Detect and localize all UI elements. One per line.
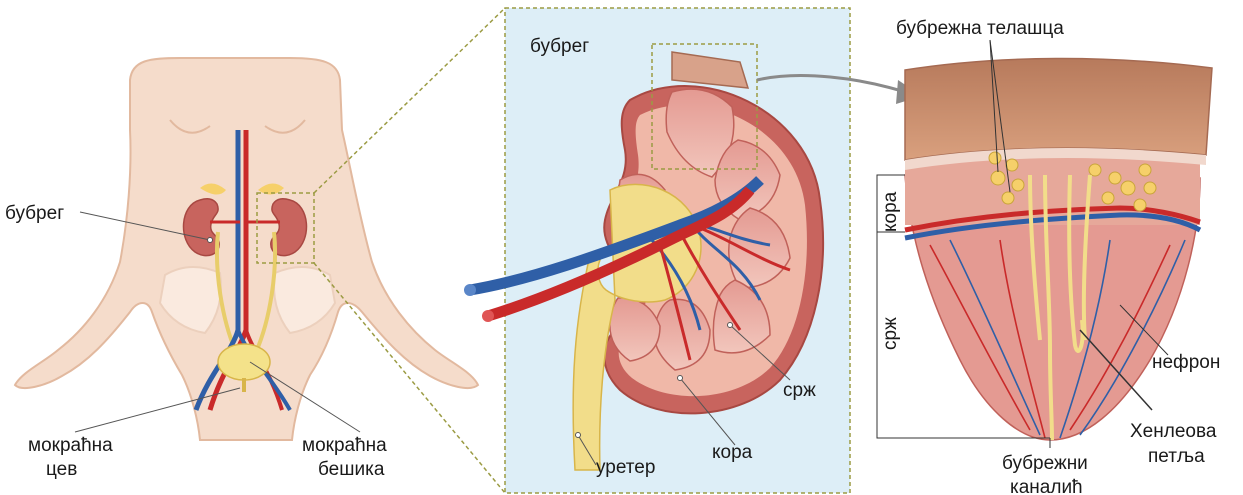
label-zone-cortex: кора <box>880 191 901 232</box>
label-bladder-line1: мокраћна <box>302 435 387 456</box>
nephron-wedge <box>905 58 1212 440</box>
wedge-capsule-top <box>905 58 1212 160</box>
label-cortex: кора <box>712 442 753 463</box>
label-tubule-line2: каналић <box>1010 477 1083 495</box>
artery-end <box>482 310 494 322</box>
label-renal-corpuscles: бубрежна телашца <box>896 18 1064 39</box>
leader-dot <box>208 238 213 243</box>
label-medulla: срж <box>783 380 816 401</box>
body-figure <box>15 58 478 440</box>
label-henle-line1: Хенлеова <box>1130 421 1217 442</box>
leader-dot-ureter <box>576 433 581 438</box>
vein-end <box>464 284 476 296</box>
leader-dot-cortex <box>678 376 683 381</box>
label-nephron: нефрон <box>1152 352 1220 373</box>
leader-dot-medulla <box>728 323 733 328</box>
label-tubule-line1: бубрежни <box>1002 453 1088 474</box>
label-ureter: уретер <box>596 457 655 478</box>
label-urethra-line2: цев <box>46 459 77 480</box>
label-bladder-line2: бешика <box>318 459 385 480</box>
label-body-kidney: бубрег <box>5 203 64 224</box>
label-urethra-line1: мокраћна <box>28 435 113 456</box>
label-henle-line2: петља <box>1148 446 1205 467</box>
label-zone-medulla: срж <box>880 317 901 350</box>
label-kidney-title: бубрег <box>530 36 589 57</box>
bladder <box>218 344 270 380</box>
